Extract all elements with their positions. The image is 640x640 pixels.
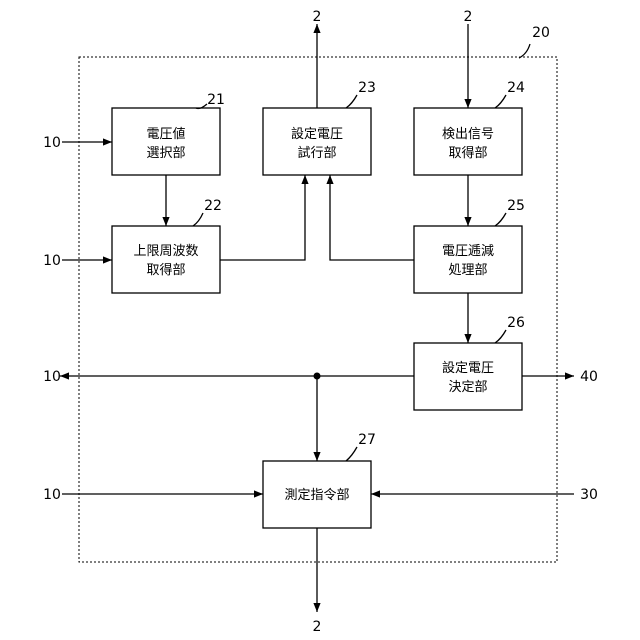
block-27-line1: 測定指令部 (284, 488, 349, 503)
block-23-line1: 設定電圧 (291, 126, 343, 142)
port-label-right-40: 40 (580, 369, 598, 385)
port-label-left-10-a: 10 (43, 135, 61, 151)
port-label-right-30: 30 (580, 487, 598, 503)
unit-ref-leader (519, 44, 530, 58)
port-label-left-10-out: 10 (43, 369, 61, 385)
block-22-line2: 取得部 (146, 262, 185, 278)
ref-22: 22 (204, 198, 222, 214)
block-25-line1: 電圧逓減 (442, 243, 494, 259)
block-25-line2: 処理部 (448, 263, 487, 278)
ref-22-leader (193, 213, 203, 226)
port-label-top-out-2: 2 (313, 9, 322, 25)
block-21-line2: 選択部 (146, 146, 185, 161)
block-set-voltage-trial: 設定電圧 試行部 (263, 108, 371, 175)
port-label-left-10-c: 10 (43, 487, 61, 503)
port-label-top-in-2: 2 (464, 9, 473, 25)
ref-26-leader (495, 330, 506, 343)
port-label-bottom-2: 2 (313, 619, 322, 635)
block-23-line2: 試行部 (297, 145, 336, 161)
ref-24-leader (495, 95, 506, 108)
arrow-22-to-23 (220, 175, 305, 260)
block-26-line1: 設定電圧 (442, 360, 494, 376)
ref-21: 21 (207, 92, 225, 108)
ref-27-leader (346, 447, 357, 461)
ref-23-leader (346, 95, 357, 108)
ref-26: 26 (507, 315, 525, 331)
block-22-line1: 上限周波数 (133, 244, 198, 259)
block-24-line2: 取得部 (448, 145, 487, 161)
block-set-voltage-decision: 設定電圧 決定部 (414, 343, 522, 410)
port-label-left-10-b: 10 (43, 253, 61, 269)
ref-25: 25 (507, 198, 525, 214)
block-24-line1: 検出信号 (442, 127, 494, 142)
ref-23: 23 (358, 80, 376, 96)
block-upper-freq-acquisition: 上限周波数 取得部 (112, 226, 220, 293)
unit-ref-20: 20 (532, 25, 550, 41)
block-voltage-step-down: 電圧逓減 処理部 (414, 226, 522, 293)
ref-25-leader (495, 213, 506, 226)
block-detection-signal-acquisition: 検出信号 取得部 (414, 108, 522, 175)
arrow-25-to-23 (330, 175, 414, 260)
ref-27: 27 (358, 432, 376, 448)
block-21-line1: 電圧値 (146, 126, 185, 142)
block-measurement-command: 測定指令部 (263, 461, 371, 528)
block-26-line2: 決定部 (448, 380, 487, 395)
ref-24: 24 (507, 80, 525, 96)
block-voltage-value-selection: 電圧値 選択部 (112, 108, 220, 175)
